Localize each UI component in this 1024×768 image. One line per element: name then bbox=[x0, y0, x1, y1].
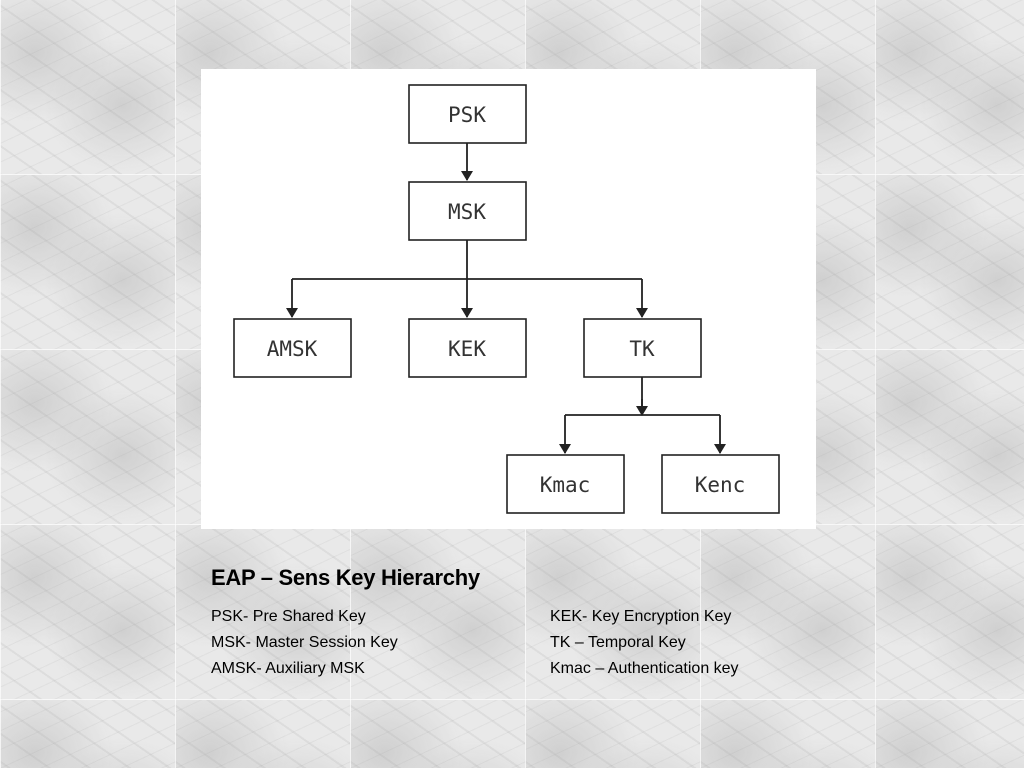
legend-item-psk: PSK- Pre Shared Key bbox=[211, 608, 366, 625]
node-psk-label: PSK bbox=[448, 103, 486, 127]
node-kek-label: KEK bbox=[448, 337, 486, 361]
node-kenc: Kenc bbox=[661, 454, 780, 514]
node-msk: MSK bbox=[408, 181, 527, 241]
legend-item-tk: TK – Temporal Key bbox=[550, 634, 686, 651]
legend-item-amsk: AMSK- Auxiliary MSK bbox=[211, 660, 365, 677]
node-kenc-label: Kenc bbox=[695, 473, 746, 497]
node-kek: KEK bbox=[408, 318, 527, 378]
key-hierarchy-diagram: PSK MSK AMSK KEK TK Kmac Kenc bbox=[201, 69, 816, 529]
node-tk-label: TK bbox=[629, 337, 655, 361]
legend-item-msk: MSK- Master Session Key bbox=[211, 634, 398, 651]
legend-left: PSK- Pre Shared Key MSK- Master Session … bbox=[211, 604, 398, 682]
node-kmac-label: Kmac bbox=[540, 473, 591, 497]
legend-item-kmac: Kmac – Authentication key bbox=[550, 660, 739, 677]
node-amsk-label: AMSK bbox=[267, 337, 318, 361]
node-msk-label: MSK bbox=[448, 200, 486, 224]
node-kmac: Kmac bbox=[506, 454, 625, 514]
key-hierarchy-svg: PSK MSK AMSK KEK TK Kmac Kenc bbox=[233, 84, 780, 514]
node-tk: TK bbox=[583, 318, 702, 378]
node-amsk: AMSK bbox=[233, 318, 352, 378]
node-psk: PSK bbox=[408, 84, 527, 144]
caption-title: EAP – Sens Key Hierarchy bbox=[211, 565, 480, 590]
legend-right: KEK- Key Encryption Key TK – Temporal Ke… bbox=[550, 604, 739, 682]
legend-item-kek: KEK- Key Encryption Key bbox=[550, 608, 732, 625]
